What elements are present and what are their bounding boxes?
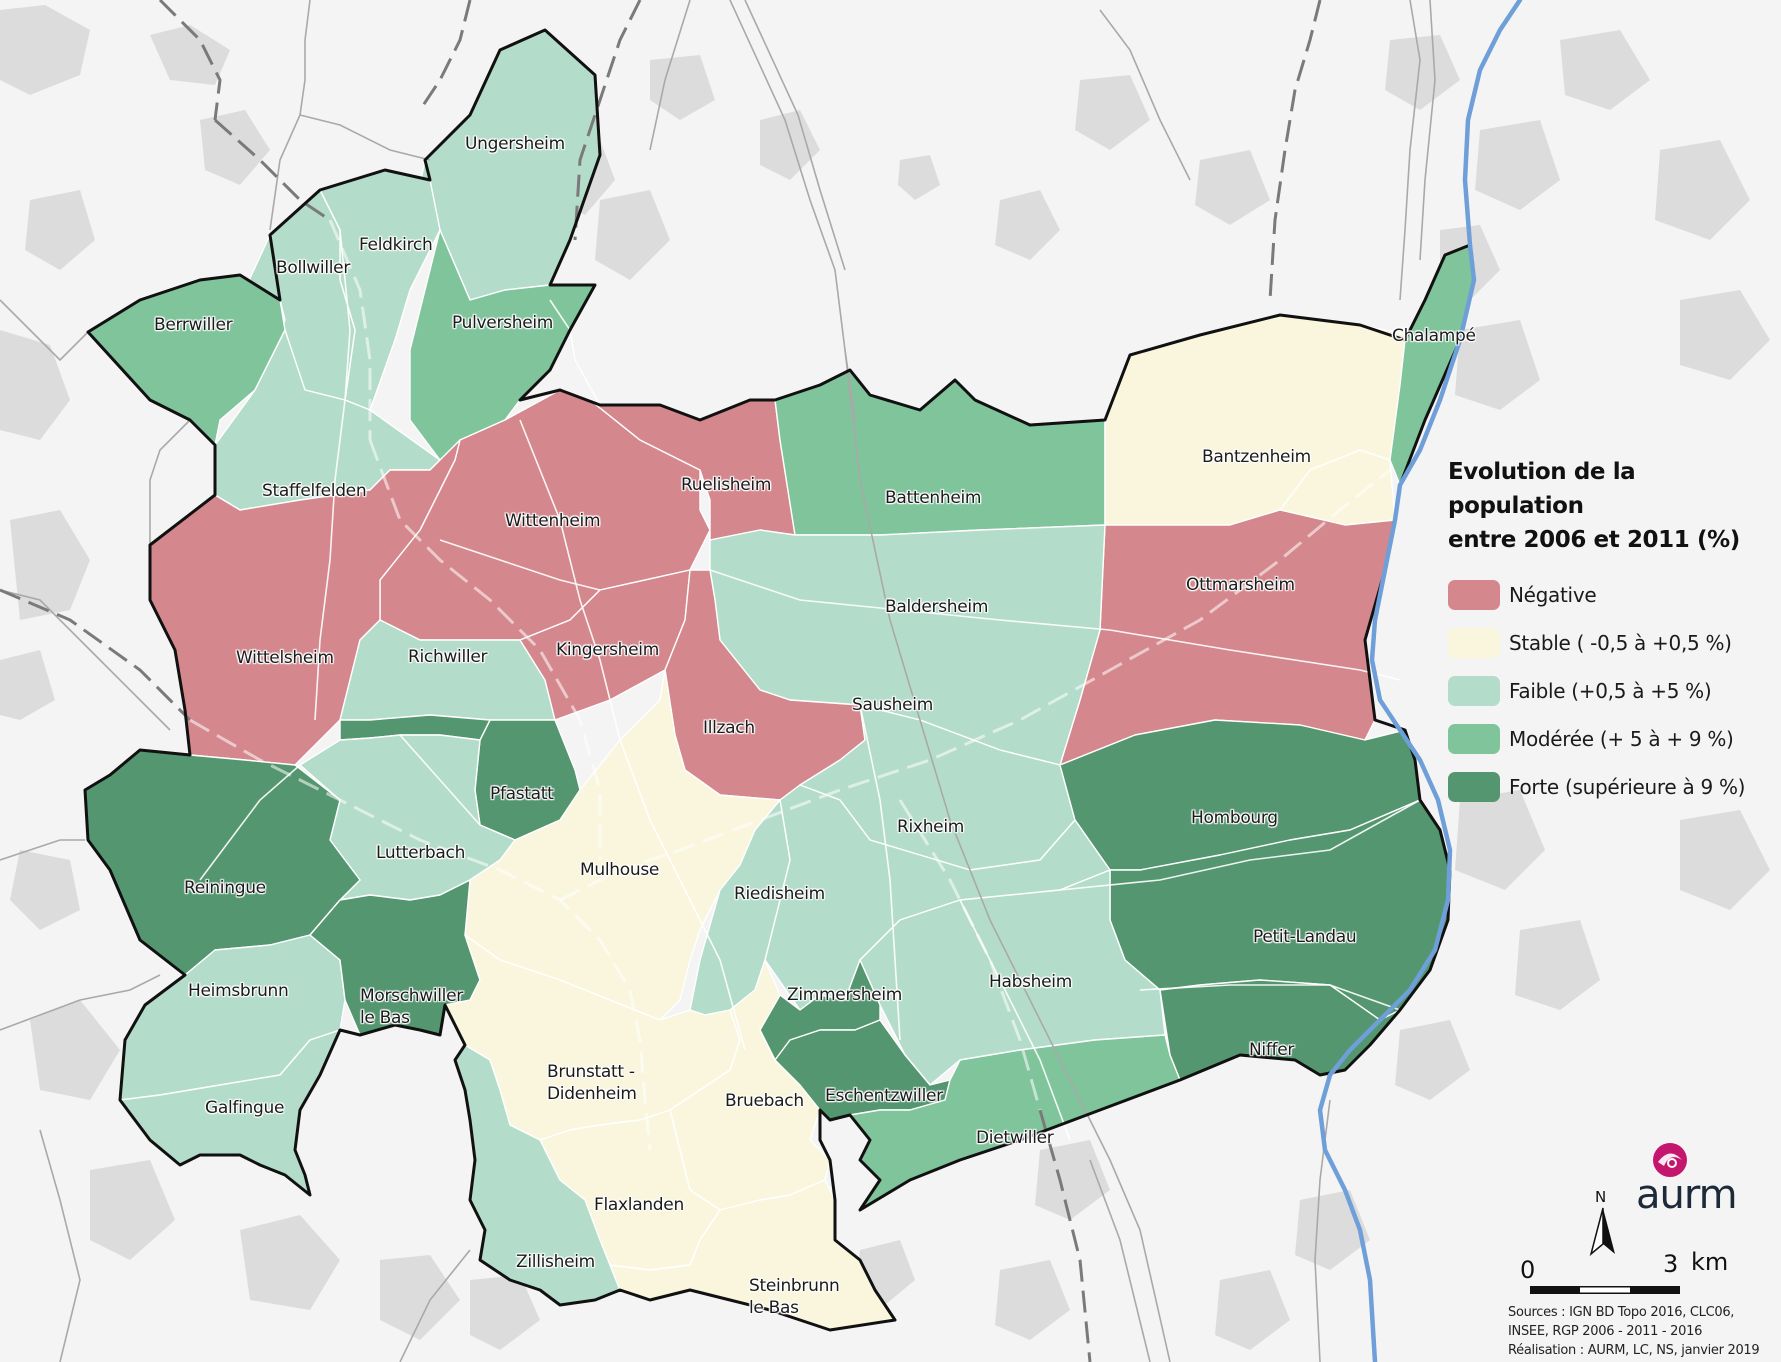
sources-line2: INSEE, RGP 2006 - 2011 - 2016: [1508, 1324, 1703, 1339]
rhine-river: [1317, 0, 1523, 1362]
label-pulversheim: Pulversheim: [452, 313, 554, 333]
legend-label-forte: Forte (supérieure à 9 %): [1509, 775, 1746, 799]
aurm-logo-icon: [1653, 1143, 1687, 1177]
label-dietwiller: Dietwiller: [976, 1128, 1054, 1148]
legend: Evolution de la population entre 2006 et…: [1448, 455, 1778, 811]
legend-swatch-stable: [1448, 628, 1500, 658]
label-lutterbach: Lutterbach: [376, 843, 466, 863]
label-kingersheim: Kingersheim: [556, 640, 659, 660]
legend-swatch-faible: [1448, 676, 1500, 706]
label-ungersheim: Ungersheim: [465, 134, 565, 154]
sources-note: Sources : IGN BD Topo 2016, CLC06, INSEE…: [1508, 1303, 1760, 1360]
legend-title-line1: Evolution de la population: [1448, 459, 1636, 519]
label-bantzenheim: Bantzenheim: [1202, 447, 1311, 467]
scale-bar: 0 3 km: [1520, 1248, 1760, 1302]
legend-item-stable: Stable ( -0,5 à +0,5 %): [1448, 619, 1778, 667]
legend-label-stable: Stable ( -0,5 à +0,5 %): [1509, 631, 1732, 655]
scale-end: 3: [1663, 1250, 1679, 1278]
label-staffelfelden: Staffelfelden: [262, 481, 367, 501]
label-sausheim: Sausheim: [852, 695, 933, 715]
urban-areas: [0, 5, 1770, 1350]
label-battenheim: Battenheim: [885, 488, 982, 508]
communes-layer: [84, 29, 1475, 1331]
label-morschwiller: Morschwiller le Bas: [360, 986, 463, 1028]
label-mulhouse: Mulhouse: [580, 860, 660, 880]
legend-swatch-moderee: [1448, 724, 1500, 754]
legend-item-negative: Négative: [1448, 571, 1778, 619]
roads-layer: [0, 0, 1436, 1362]
label-galfingue: Galfingue: [205, 1098, 285, 1118]
label-feldkirch: Feldkirch: [359, 235, 433, 255]
legend-label-moderee: Modérée (+ 5 à + 9 %): [1509, 727, 1734, 751]
scale-unit: km: [1691, 1248, 1729, 1276]
legend-label-faible: Faible (+0,5 à +5 %): [1509, 679, 1712, 703]
legend-title: Evolution de la population entre 2006 et…: [1448, 455, 1778, 557]
north-letter: N: [1595, 1188, 1607, 1206]
legend-item-faible: Faible (+0,5 à +5 %): [1448, 667, 1778, 715]
label-eschentzwiller: Eschentzwiller: [825, 1086, 943, 1106]
legend-label-negative: Négative: [1509, 583, 1597, 607]
aurm-logo-text: aurm: [1636, 1172, 1738, 1218]
legend-title-line2: entre 2006 et 2011 (%): [1448, 527, 1740, 553]
label-ottmarsheim: Ottmarsheim: [1186, 575, 1295, 595]
legend-swatch-forte: [1448, 772, 1500, 802]
label-riedisheim: Riedisheim: [734, 884, 825, 904]
label-zimmersheim: Zimmersheim: [787, 985, 903, 1005]
label-bollwiller: Bollwiller: [276, 258, 351, 278]
legend-item-forte: Forte (supérieure à 9 %): [1448, 763, 1778, 811]
label-pfastatt: Pfastatt: [490, 784, 554, 804]
label-habsheim: Habsheim: [989, 972, 1072, 992]
label-niffer: Niffer: [1249, 1040, 1295, 1060]
label-petit-landau: Petit-Landau: [1253, 927, 1357, 947]
label-richwiller: Richwiller: [408, 647, 488, 667]
label-ruelisheim: Ruelisheim: [681, 475, 772, 495]
label-steinbrunn: Steinbrunn le Bas: [749, 1276, 840, 1318]
legend-item-moderee: Modérée (+ 5 à + 9 %): [1448, 715, 1778, 763]
aurm-logo: aurm: [1628, 1142, 1778, 1222]
sources-line3: Réalisation : AURM, LC, NS, janvier 2019: [1508, 1343, 1760, 1358]
scale-bar-graphic: [1530, 1286, 1680, 1294]
label-flaxlanden: Flaxlanden: [594, 1195, 684, 1215]
sources-line1: Sources : IGN BD Topo 2016, CLC06,: [1508, 1305, 1735, 1320]
label-chalampe: Chalampé: [1392, 326, 1476, 346]
label-illzach: Illzach: [703, 718, 755, 738]
label-hombourg: Hombourg: [1191, 808, 1278, 828]
scale-start: 0: [1520, 1256, 1536, 1284]
legend-rows: Négative Stable ( -0,5 à +0,5 %) Faible …: [1448, 571, 1778, 811]
railways-layer: [0, 0, 1322, 1362]
label-brunstatt: Brunstatt - Didenheim: [547, 1062, 637, 1104]
label-zillisheim: Zillisheim: [516, 1252, 595, 1272]
label-bruebach: Bruebach: [725, 1091, 804, 1111]
label-berrwiller: Berrwiller: [154, 315, 233, 335]
north-arrow-icon: [1589, 1207, 1615, 1256]
label-reiningue: Reiningue: [184, 878, 266, 898]
label-wittelsheim: Wittelsheim: [236, 648, 334, 668]
label-rixheim: Rixheim: [897, 817, 965, 837]
legend-swatch-negative: [1448, 580, 1500, 610]
commune-pulversheim: [409, 229, 596, 461]
label-baldersheim: Baldersheim: [885, 597, 989, 617]
label-heimsbrunn: Heimsbrunn: [188, 981, 289, 1001]
label-wittenheim: Wittenheim: [505, 511, 601, 531]
north-arrow: N: [1585, 1188, 1621, 1258]
agglomeration-boundary: [83, 28, 1476, 1332]
